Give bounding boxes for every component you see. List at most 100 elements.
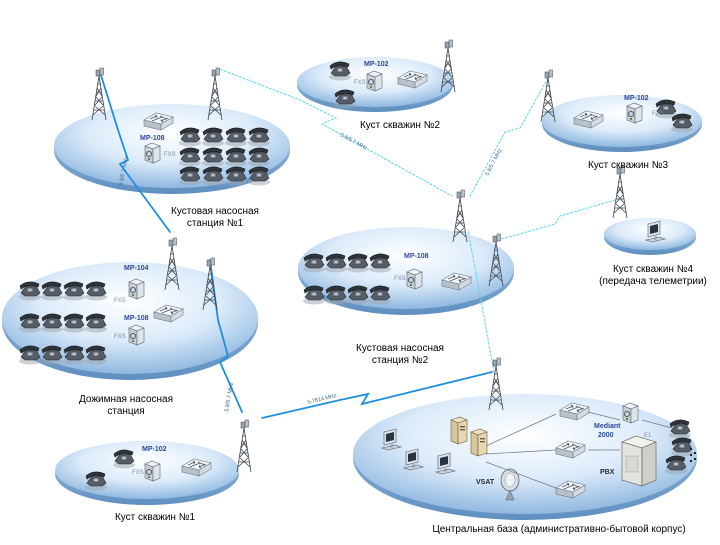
link-kns1-dns <box>99 71 171 233</box>
vsat-dish-icon <box>500 468 520 501</box>
site-title-kust1: Куст скважин №1 <box>114 512 196 523</box>
site-title-central: Центральная база (административно-бытово… <box>432 524 686 535</box>
site-title-kust4: Куст скважин №4 (передача телеметрии) <box>586 264 720 288</box>
phone-icon <box>670 437 694 457</box>
site-title-dns: Дожимная насосная станция <box>56 394 196 418</box>
central-equipment: Mediant 2000 E1 PBX VSAT <box>381 402 696 501</box>
phone-icon <box>201 166 225 186</box>
gateway-icon <box>406 268 423 290</box>
site-title-kust3: Куст скважин №3 <box>587 160 669 171</box>
vsat-label: VSAT <box>476 479 495 486</box>
device-label-dns-top: MP-104 <box>124 265 149 272</box>
phone-icon <box>302 253 326 273</box>
phone-icon <box>247 166 271 186</box>
mediant-label-line1: Mediant <box>594 423 621 430</box>
site-title-line: Кустовая насосная <box>356 343 444 354</box>
site-title-kns1: Кустовая насосная станция №1 <box>150 206 280 230</box>
pbx-cabinet <box>621 435 657 487</box>
more-dots-icon <box>690 448 696 462</box>
phone-icon <box>201 127 225 147</box>
freq-label-kns1-kust2: 5.8/5.7 MHz <box>339 132 368 151</box>
site-title-line: станция <box>107 406 145 417</box>
port-label-kust3: FXS <box>652 111 664 117</box>
kust1-equipment: MP-102 FXS <box>84 446 212 491</box>
dns-equipment: MP-104 MP-108 FXS FXS <box>18 265 184 365</box>
link-central-kns2 <box>467 229 495 373</box>
phone-icon <box>178 127 202 147</box>
link-kust3-hub <box>469 77 549 197</box>
phone-icon <box>18 281 42 301</box>
phone-icon <box>62 345 86 365</box>
gateway-icon <box>626 102 643 124</box>
phone-icon <box>40 345 64 365</box>
site-title-line: станция №1 <box>186 218 244 229</box>
port-label-kust2: FXS <box>354 80 366 86</box>
site-title-line: Кустовая насосная <box>171 206 259 217</box>
phone-icon <box>224 166 248 186</box>
phone-icon <box>224 147 248 167</box>
site-title-kns2: Кустовая насосная станция №2 <box>330 343 470 367</box>
site-title-line: Куст скважин №4 <box>612 264 694 275</box>
phone-icon <box>302 285 326 305</box>
link-kust1-hub <box>261 371 493 419</box>
phone-icon <box>40 313 64 333</box>
phone-icon <box>664 455 688 475</box>
gateway-icon <box>366 70 383 92</box>
phone-icon <box>62 313 86 333</box>
phone-icon <box>324 285 348 305</box>
gateway-icon <box>622 402 639 424</box>
server-icon <box>450 416 468 445</box>
site-disc-central <box>353 394 697 520</box>
e1-label: E1 <box>644 433 652 439</box>
lan-wires <box>485 411 673 489</box>
phone-icon <box>324 253 348 273</box>
kns2-equipment: MP-108 FXS <box>302 253 472 305</box>
site-title-line: (передача телеметрии) <box>599 276 707 287</box>
gateway-icon <box>128 278 145 300</box>
mediant-label-line2: 2000 <box>598 432 614 439</box>
phone-icon <box>346 253 370 273</box>
phone-icon <box>84 281 108 301</box>
gateway-icon <box>144 460 161 482</box>
phone-icon <box>247 127 271 147</box>
phone-icon <box>18 345 42 365</box>
device-label-kust1: MP-102 <box>142 446 167 453</box>
phone-icon <box>247 147 271 167</box>
tower-kust1 <box>236 419 252 473</box>
device-label-kust2: MP-102 <box>364 61 389 68</box>
phone-icon <box>346 285 370 305</box>
phone-icon <box>224 127 248 147</box>
gateway-icon <box>128 324 145 346</box>
phone-icon <box>178 166 202 186</box>
server-icon <box>470 428 488 457</box>
phone-icon <box>84 345 108 365</box>
phone-icon <box>333 89 357 109</box>
device-label-kust3: MP-102 <box>624 95 649 102</box>
phone-icon <box>670 113 694 133</box>
device-label-dns-bottom: MP-108 <box>124 315 149 322</box>
site-title-line: Дожимная насосная <box>78 394 174 405</box>
phone-icon <box>201 147 225 167</box>
port-label-kns2: FXS <box>394 276 406 282</box>
device-label-kns2: MP-108 <box>404 253 429 260</box>
phone-icon <box>368 253 392 273</box>
pbx-label: PBX <box>600 469 615 476</box>
kns1-equipment: MP-108 FXS <box>140 112 271 186</box>
phone-icon <box>178 147 202 167</box>
kust3-equipment: MP-102 FXS <box>573 95 694 133</box>
port-label-dns-bottom: FXS <box>114 334 126 340</box>
device-label-kns1: MP-108 <box>140 135 165 142</box>
site-title-kust2: Куст скважин №2 <box>359 120 441 131</box>
port-label-kns1: FXS <box>164 152 176 158</box>
gateway-icon <box>144 142 161 164</box>
phone-icon <box>18 313 42 333</box>
link-kust4-hub <box>497 199 616 241</box>
link-kns1-kust2 <box>216 67 453 197</box>
phone-icon <box>84 313 108 333</box>
kust2-equipment: MP-102 FXS <box>328 61 428 109</box>
port-label-kust1: FXS <box>132 470 144 476</box>
site-title-line: станция №2 <box>371 355 429 366</box>
phone-icon <box>40 281 64 301</box>
